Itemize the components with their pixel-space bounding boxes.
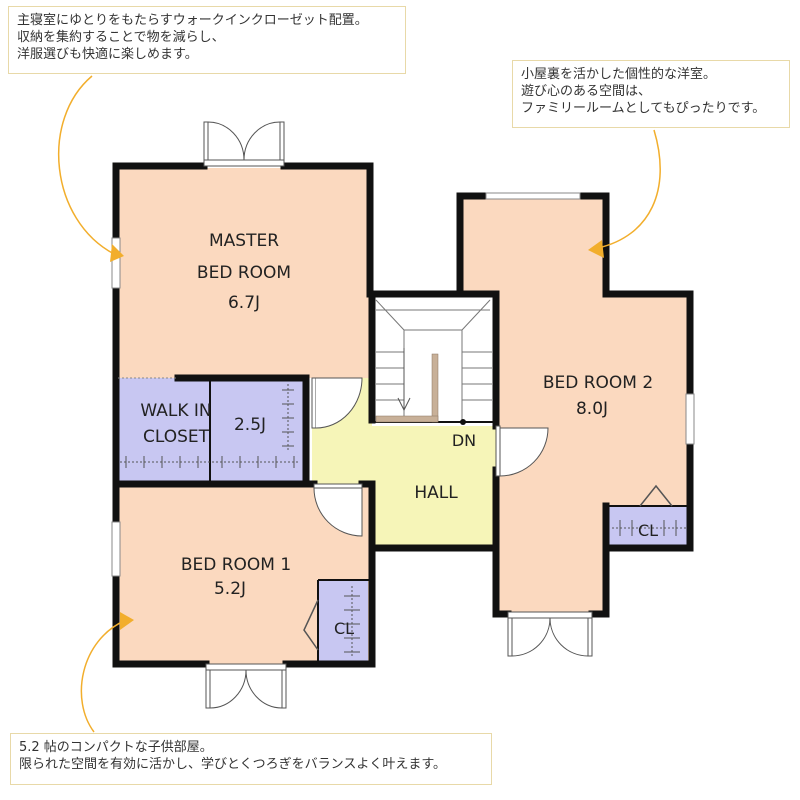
dn-marker-dot bbox=[460, 419, 466, 425]
walk-in-closet-label: CLOSET bbox=[143, 427, 210, 447]
closet-1-label: CL bbox=[334, 619, 354, 638]
double-door-bed2 bbox=[507, 611, 593, 657]
door-bed1 bbox=[313, 483, 363, 537]
callout-text-line: 遊び心のある空間は、 bbox=[521, 84, 652, 99]
master-bedroom-size: 6.7J bbox=[228, 293, 260, 313]
hall-floor bbox=[312, 378, 496, 548]
hanger-rail-closet-1 bbox=[344, 586, 360, 658]
callout-text-line: 洋服選びも快適に楽しめます。 bbox=[17, 47, 198, 62]
double-door-top bbox=[203, 121, 285, 167]
closet-2-label: CL bbox=[638, 521, 658, 540]
folding-door-closet-2 bbox=[639, 484, 673, 507]
folding-door-closet-1 bbox=[303, 599, 319, 651]
walk-in-closet-label: WALK IN bbox=[140, 401, 211, 421]
master-bedroom-label: BED ROOM bbox=[197, 263, 291, 283]
door-master bbox=[311, 377, 363, 429]
callout-text-line: 5.2 帖のコンパクトな子供部屋。 bbox=[19, 740, 213, 755]
bedroom-2-floor bbox=[460, 196, 690, 614]
bedroom-2-label: BED ROOM 2 bbox=[543, 373, 653, 393]
arrow-to-bedroom-1 bbox=[80, 619, 127, 733]
callout-text-line: 限られた空間を有効に活かし、学びとくつろぎをバランスよく叶えます。 bbox=[19, 757, 447, 772]
door-bed2 bbox=[495, 425, 549, 477]
bedroom-2-size: 8.0J bbox=[576, 399, 608, 419]
arrow-head-master bbox=[110, 244, 124, 262]
stairs-down-label: DN bbox=[452, 431, 476, 450]
double-door-bed1 bbox=[205, 663, 287, 709]
master-bedroom-label: MASTER bbox=[209, 231, 279, 251]
bedroom-1-size: 5.2J bbox=[214, 579, 246, 599]
callout-walk-in-closet: 主寝室にゆとりをもたらすウォークインクローゼット配置。 収納を集約することで物を… bbox=[8, 6, 406, 74]
master-bedroom-floor bbox=[116, 168, 370, 378]
arrow-to-master-bedroom bbox=[57, 75, 115, 255]
callout-text-line: 収納を集約することで物を減らし、 bbox=[17, 30, 225, 45]
walk-in-closet-size: 2.5J bbox=[234, 415, 266, 435]
stair-handrail bbox=[431, 353, 439, 423]
callout-bed-room-1: 5.2 帖のコンパクトな子供部屋。 限られた空間を有効に活かし、学びとくつろぎを… bbox=[10, 733, 492, 785]
callout-text-line: 主寝室にゆとりをもたらすウォークインクローゼット配置。 bbox=[17, 13, 368, 28]
windows bbox=[111, 192, 695, 577]
callout-text-line: ファミリールームとしてもぴったりです。 bbox=[521, 101, 766, 116]
hanger-rail-walkin bbox=[120, 384, 300, 468]
closet-1-floor bbox=[318, 580, 368, 664]
walls bbox=[112, 162, 694, 668]
arrow-head-bedroom-2 bbox=[588, 240, 604, 258]
callout-bed-room-2: 小屋裏を活かした個性的な洋室。 遊び心のある空間は、 ファミリールームとしてもぴ… bbox=[512, 60, 790, 128]
hanger-rail-closet-2 bbox=[612, 520, 686, 536]
staircase bbox=[375, 299, 492, 420]
arrow-to-bedroom-2 bbox=[597, 129, 661, 249]
bedroom-1-label: BED ROOM 1 bbox=[181, 555, 291, 575]
callout-text-line: 小屋裏を活かした個性的な洋室。 bbox=[521, 67, 717, 82]
stair-landing-rail bbox=[375, 415, 439, 423]
hall-label: HALL bbox=[414, 483, 458, 503]
arrow-head-bedroom-1 bbox=[120, 612, 134, 630]
